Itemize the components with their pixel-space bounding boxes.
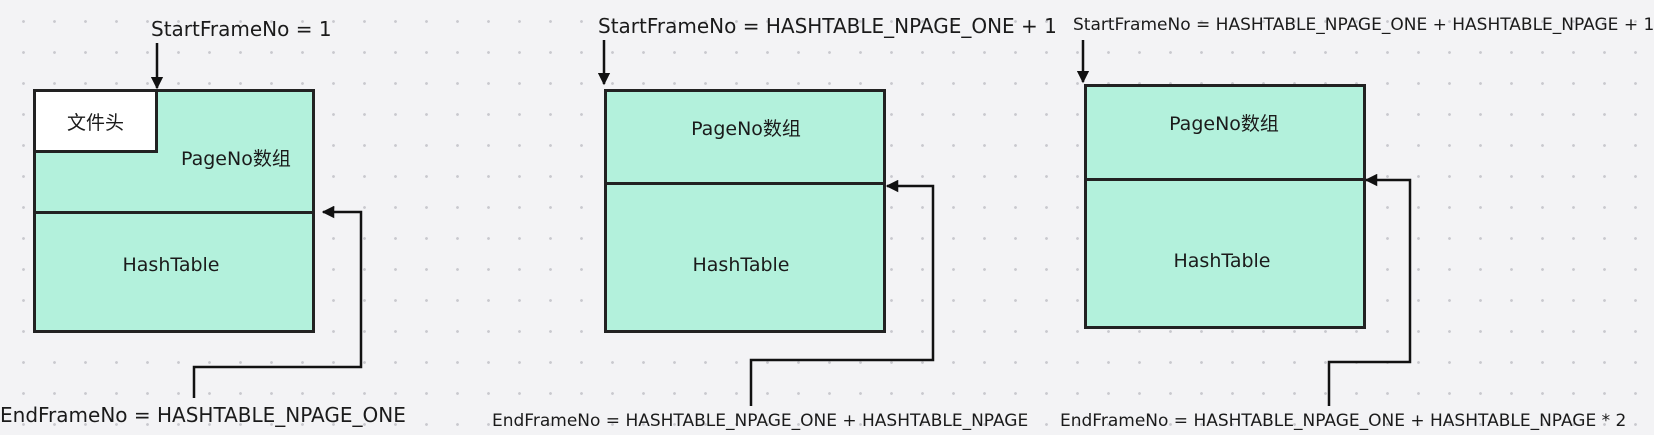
frame-2-hashtable-label: HashTable [692, 254, 790, 276]
frame-1-pageno-label: PageNo数组 [181, 148, 291, 170]
frame-3-end-label: EndFrameNo = HASHTABLE_NPAGE_ONE + HASHT… [1060, 411, 1627, 431]
frame-1-hashtable-label: HashTable [122, 254, 220, 276]
frame-2-end-label: EndFrameNo = HASHTABLE_NPAGE_ONE + HASHT… [492, 411, 1029, 431]
frame-2-divider [607, 182, 883, 185]
frame-1-file-header-label: 文件头 [66, 111, 124, 134]
frame-1-start-label: StartFrameNo = 1 [151, 17, 332, 41]
frame-3-start-label: StartFrameNo = HASHTABLE_NPAGE_ONE + HAS… [1073, 15, 1654, 35]
frame-3-pageno-label: PageNo数组 [1169, 113, 1279, 135]
frame-2-pageno-label: PageNo数组 [691, 118, 801, 140]
frame-3-hashtable-label: HashTable [1173, 250, 1271, 272]
end-arrow-2 [749, 179, 935, 406]
frame-1-block: 文件头 PageNo数组 HashTable [33, 89, 315, 333]
frame-2-start-label: StartFrameNo = HASHTABLE_NPAGE_ONE + 1 [598, 14, 1057, 38]
frame-1-end-label: EndFrameNo = HASHTABLE_NPAGE_ONE [0, 403, 406, 427]
frame-3-block: PageNo数组 HashTable [1084, 84, 1366, 329]
end-arrow-1 [192, 205, 363, 398]
frame-1-file-header: 文件头 [33, 89, 158, 153]
frame-3-divider [1087, 178, 1363, 181]
frame-1-divider [36, 211, 312, 214]
frame-2-block: PageNo数组 HashTable [604, 89, 886, 333]
end-arrow-3 [1327, 173, 1412, 406]
